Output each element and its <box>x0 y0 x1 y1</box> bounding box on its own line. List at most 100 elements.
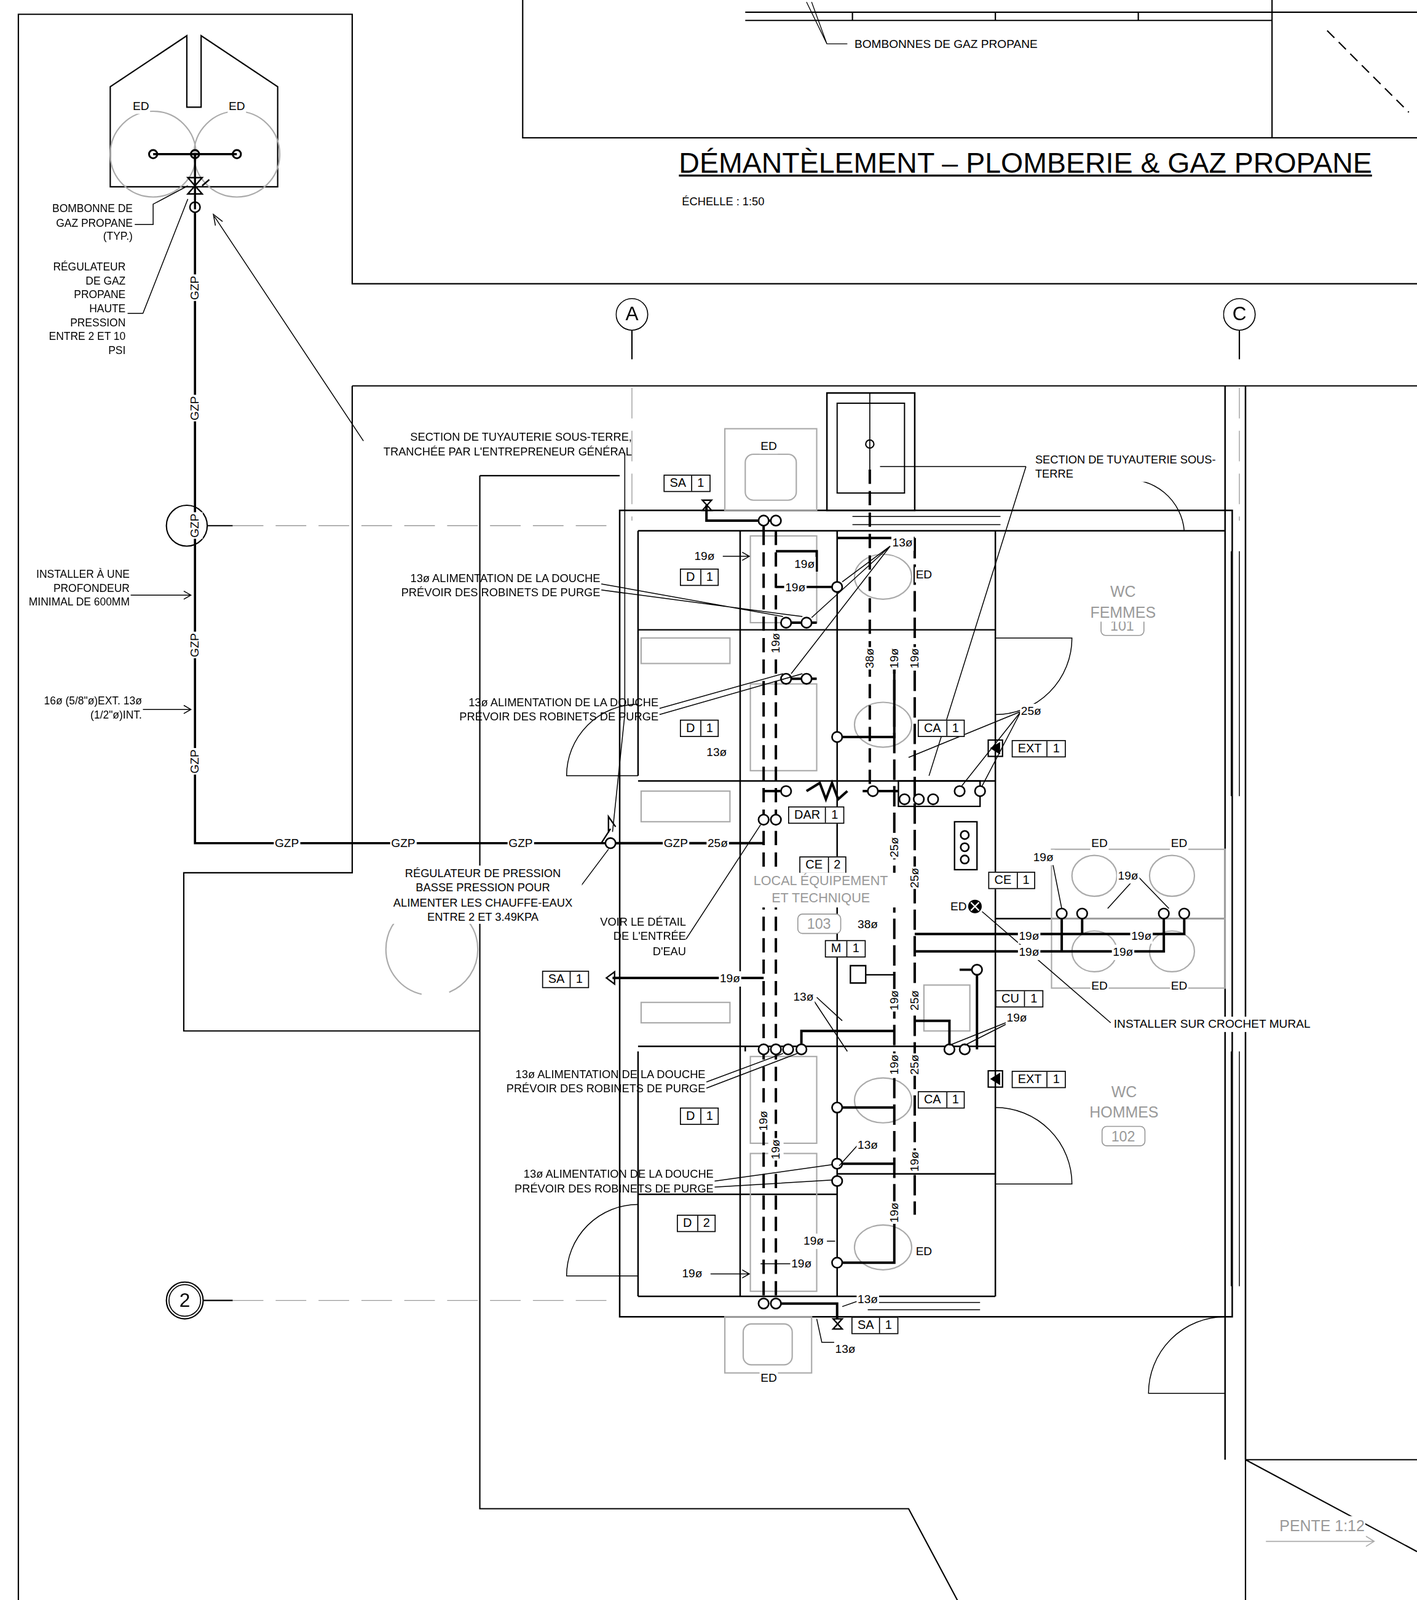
plan-linework <box>959 1044 971 1055</box>
plan-linework <box>1265 1536 1374 1547</box>
plan-linework <box>758 1044 770 1055</box>
plan-linework <box>971 964 983 975</box>
plan-linework <box>153 154 237 210</box>
plan-linework <box>758 1298 770 1309</box>
plan-linework <box>1051 919 1225 989</box>
equipment-tag: CA1 <box>917 1091 966 1109</box>
tag-text: SA <box>542 971 570 988</box>
plan-note: 19ø <box>1018 928 1041 944</box>
plan-linework <box>232 1300 613 1301</box>
plan-linework <box>750 1153 818 1292</box>
plan-linework <box>631 387 1240 521</box>
plan-note: 19ø <box>1032 850 1055 866</box>
plan-linework <box>1077 908 1088 920</box>
plan-note: ED <box>1090 835 1110 851</box>
tag-text: EXT <box>1012 741 1047 757</box>
grid-bubble: C <box>1222 298 1256 331</box>
plan-linework <box>745 11 1417 13</box>
plan-linework <box>944 1044 955 1055</box>
plan-note: 19ø <box>756 1109 772 1132</box>
plan-linework <box>522 0 1417 138</box>
plan-linework <box>879 466 1026 776</box>
plan-linework <box>631 330 1240 360</box>
plan-linework <box>762 531 765 1307</box>
plan-linework <box>780 786 792 797</box>
plan-linework <box>898 780 980 807</box>
plan-linework <box>750 536 818 623</box>
drawing-title: DÉMANTÈLEMENT – PLOMBERIE & GAZ PROPANE <box>678 146 1372 180</box>
plan-linework <box>130 591 192 600</box>
plan-linework <box>914 913 1185 952</box>
plan-linework <box>232 149 241 158</box>
plan-note: SECTION DE TUYAUTERIE SOUS-TERRE <box>1034 452 1218 482</box>
plan-linework <box>850 965 894 983</box>
plan-note: INSTALLER SUR CROCHET MURAL <box>1112 1016 1312 1033</box>
plan-linework <box>1327 30 1410 113</box>
plan-note: GZP <box>187 395 203 422</box>
tag-text: 1 <box>1046 741 1065 757</box>
tag-text: 1 <box>946 1092 964 1108</box>
plan-note: BOMBONNES DE GAZ PROPANE <box>853 36 1039 53</box>
plan-linework <box>745 454 797 501</box>
plan-note: 19ø <box>1117 868 1140 884</box>
plan-linework <box>724 428 817 511</box>
plan-note: RÉGULATEUR DE GAZ PROPANE HAUTE PRESSION… <box>38 260 127 358</box>
plan-note: 25ø <box>1019 703 1043 720</box>
plan-note: 19ø <box>789 1255 813 1272</box>
plan-linework <box>865 440 874 449</box>
plan-linework <box>213 214 364 442</box>
grid-bubble: 2 <box>168 1284 202 1317</box>
plan-note: 13ø <box>792 989 815 1006</box>
plan-note: ED <box>1090 978 1110 995</box>
plan-note: 19ø <box>1112 944 1135 961</box>
plan-note: INSTALLER À UNE PROFONDEUR MINIMAL DE 60… <box>22 567 131 610</box>
plan-note: 19ø <box>802 1233 825 1250</box>
plan-linework <box>18 14 1417 1600</box>
plan-linework <box>232 525 613 527</box>
plan-note: 38ø <box>856 917 879 933</box>
plan-linework <box>191 149 200 158</box>
plan-linework <box>831 1257 843 1269</box>
tag-text: EXT <box>1012 1072 1047 1088</box>
plan-linework <box>801 673 813 685</box>
plan-linework <box>763 783 899 800</box>
plan-linework <box>854 702 912 748</box>
plan-note: 13ø <box>891 535 914 551</box>
plan-note: 25ø <box>706 835 729 851</box>
plan-note: GZP <box>390 835 417 851</box>
plan-linework <box>960 855 969 864</box>
plan-linework <box>758 515 770 527</box>
plan-linework <box>750 1056 818 1144</box>
plan-linework <box>770 1298 782 1309</box>
plan-note: GZP <box>187 512 203 540</box>
plan-linework <box>923 985 971 1032</box>
plan-linework <box>659 673 803 715</box>
tag-text: 1 <box>846 941 865 957</box>
tag-text: 2 <box>179 1289 191 1312</box>
plan-note: SECTION DE TUYAUTERIE SOUS-TERRE, TRANCH… <box>363 429 633 459</box>
plan-linework <box>1148 1316 1226 1394</box>
tag-text: CA <box>919 1092 947 1108</box>
plan-linework <box>869 392 871 480</box>
plan-linework <box>831 1176 843 1187</box>
plan-linework <box>837 1107 895 1263</box>
plan-note: ED <box>131 98 150 114</box>
plan-linework <box>722 552 750 561</box>
plan-linework <box>1231 551 1240 1287</box>
plan-linework <box>1123 479 1185 531</box>
plan-note: 13ø <box>834 1342 857 1358</box>
plan-linework <box>801 617 813 629</box>
plan-note: 13ø ALIMENTATION DE LA DOUCHE PRÉVOIR DE… <box>471 1166 715 1196</box>
plan-note: 16ø (5/8"ø)EXT. 13ø (1/2"ø)INT. <box>30 694 144 722</box>
plan-linework <box>606 500 843 1330</box>
plan-linework <box>745 19 1272 21</box>
plan-linework <box>770 1044 782 1055</box>
plan-note: 19ø <box>784 580 807 596</box>
plan-linework <box>202 1300 233 1302</box>
plan-linework <box>928 794 939 805</box>
equipment-tag: CA1 <box>917 719 966 738</box>
plan-linework <box>1179 908 1190 920</box>
tag-text: 103 <box>807 915 832 933</box>
tag-text: SA <box>852 1318 880 1334</box>
